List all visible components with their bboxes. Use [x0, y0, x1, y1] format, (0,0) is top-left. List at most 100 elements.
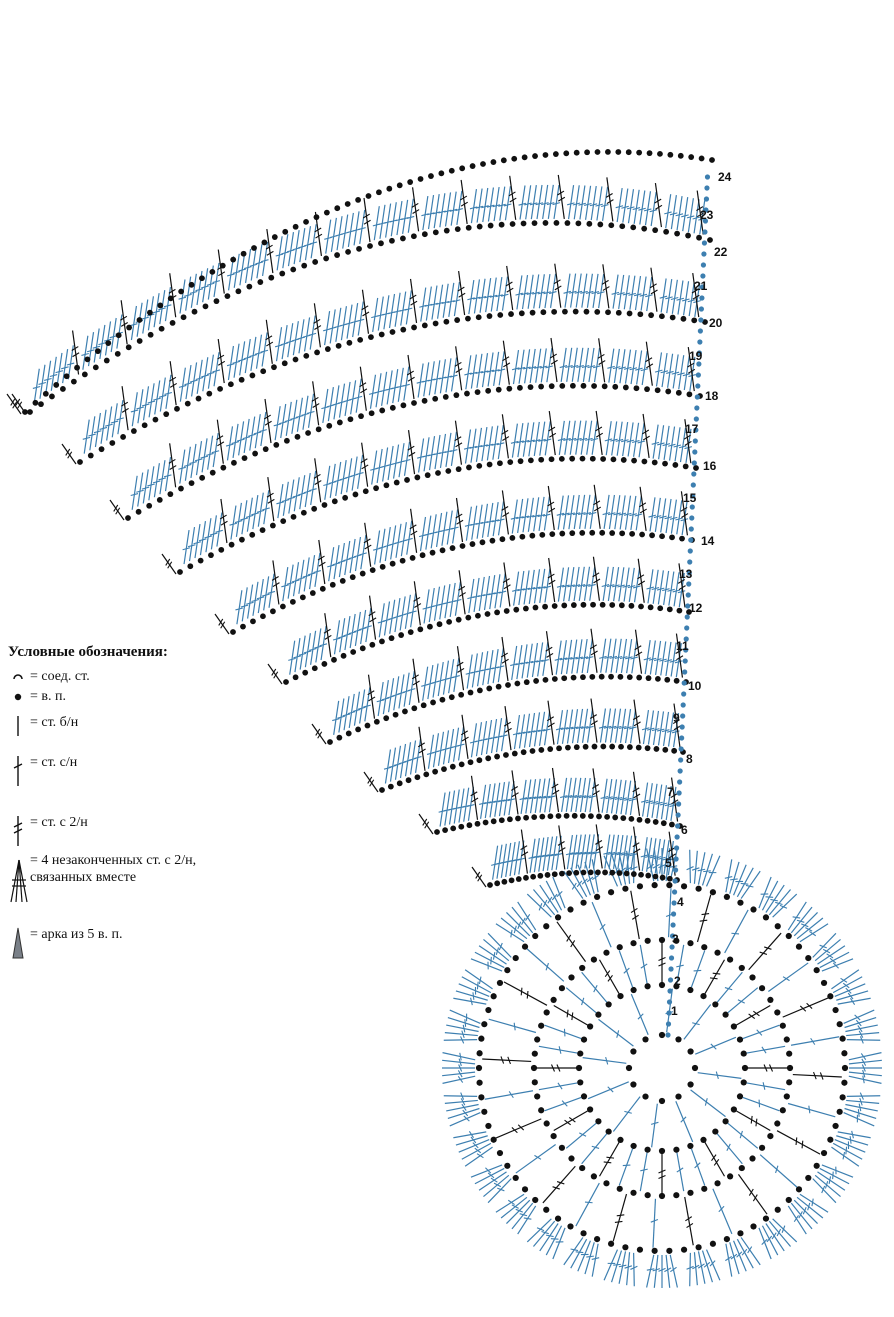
stitch: [761, 1225, 779, 1256]
stitch-bar: [293, 655, 302, 659]
chain-dot: [619, 223, 626, 230]
stitch-bar: [545, 365, 553, 369]
chain-dot: [562, 308, 568, 315]
stitch: [758, 876, 772, 909]
stitch-bar: [681, 513, 689, 518]
stitch: [385, 203, 392, 238]
chain-dot: [432, 395, 439, 402]
stitch-bar: [463, 446, 472, 450]
stitch: [535, 348, 542, 383]
stitch-bar: [715, 1071, 719, 1080]
stitch-bar: [506, 287, 514, 293]
stitch-bar: [260, 259, 269, 263]
stitch-bar: [412, 209, 420, 214]
stitch-bar: [537, 291, 546, 295]
stitch-bar: [677, 590, 686, 594]
stitch-bar: [527, 439, 535, 443]
stitch: [598, 1142, 620, 1177]
chain-dot: [202, 303, 209, 310]
chain-dot: [114, 350, 121, 357]
chain-dot: [678, 757, 684, 763]
chain-dot: [639, 531, 646, 538]
stitch: [552, 876, 566, 909]
stitch-bar: [466, 804, 475, 808]
chain-dot: [467, 689, 474, 696]
stitch-bar: [534, 365, 542, 369]
chain-dot: [312, 259, 319, 265]
stitch: [768, 1220, 792, 1247]
stitch: [247, 584, 254, 619]
stitch-bar: [629, 853, 638, 857]
fan-section: [6, 149, 715, 1038]
chain-dot: [738, 964, 745, 972]
stitch-bar: [195, 288, 204, 292]
stitch: [342, 214, 349, 249]
stitch-bar: [120, 401, 129, 407]
chain-dot: [346, 339, 353, 346]
stitch-bar: [611, 291, 620, 295]
stitch-bar: [608, 725, 617, 729]
stitch-bar: [581, 365, 590, 369]
chain-dot: [682, 669, 688, 675]
stitch: [498, 782, 506, 817]
stitch: [633, 849, 635, 884]
stitch-bar: [169, 376, 177, 382]
stitch-bar: [643, 208, 652, 212]
chain-dot: [500, 157, 507, 164]
stitch-bar: [517, 857, 525, 861]
stitch-bar: [655, 801, 663, 805]
stitch: [761, 880, 779, 911]
chain-dot: [249, 531, 256, 538]
chain-dot: [684, 614, 690, 620]
chain-dot: [63, 373, 70, 380]
stitch: [568, 495, 575, 530]
stitch-bar: [621, 439, 629, 443]
stitch-bar: [747, 1246, 753, 1254]
chain-dot: [740, 1079, 747, 1086]
chain-dot: [638, 603, 644, 610]
stitch-bar: [658, 956, 666, 961]
stitch-bar: [861, 1058, 867, 1066]
stitch-bar: [637, 574, 645, 580]
stitch: [624, 495, 632, 530]
stitch-bar: [619, 797, 628, 801]
stitch: [626, 639, 633, 674]
stitch-bar: [478, 295, 487, 299]
stitch: [596, 186, 603, 221]
stitch-bar: [510, 786, 519, 791]
stitch-bar: [578, 512, 586, 516]
stitch-bar: [521, 515, 530, 519]
chain-dot: [409, 554, 416, 561]
stitch-bar: [680, 518, 689, 522]
stitch: [185, 364, 192, 400]
stitch: [665, 1254, 671, 1288]
stitch: [400, 522, 407, 557]
chain-dot: [504, 967, 511, 974]
stitch: [742, 1024, 780, 1040]
chain-dot: [832, 1122, 839, 1130]
stitch-bar: [583, 202, 592, 206]
chain-dot: [554, 914, 562, 921]
stitch-bar: [546, 716, 555, 722]
stitch: [282, 234, 289, 269]
stitch-bar: [525, 660, 534, 664]
stitch-bar: [670, 793, 678, 799]
chain-dot: [290, 513, 297, 520]
stitch-bar: [589, 714, 598, 720]
stitch-bar: [190, 379, 198, 383]
stitch: [814, 1174, 841, 1198]
stitch: [674, 427, 681, 462]
stitch-bar: [538, 903, 543, 911]
stitch-bar: [109, 335, 118, 339]
stitch-bar: [633, 848, 641, 854]
stitch-bar: [591, 291, 600, 295]
row-label-24: 24: [718, 170, 732, 184]
stitch: [475, 427, 483, 462]
stitch-bar: [633, 793, 641, 799]
stitch: [705, 1249, 721, 1281]
stitch: [216, 419, 224, 464]
row-label-7: 7: [667, 785, 674, 799]
stitch-bar: [209, 532, 218, 536]
stitch-bar: [692, 1022, 700, 1026]
stitch: [503, 781, 510, 816]
